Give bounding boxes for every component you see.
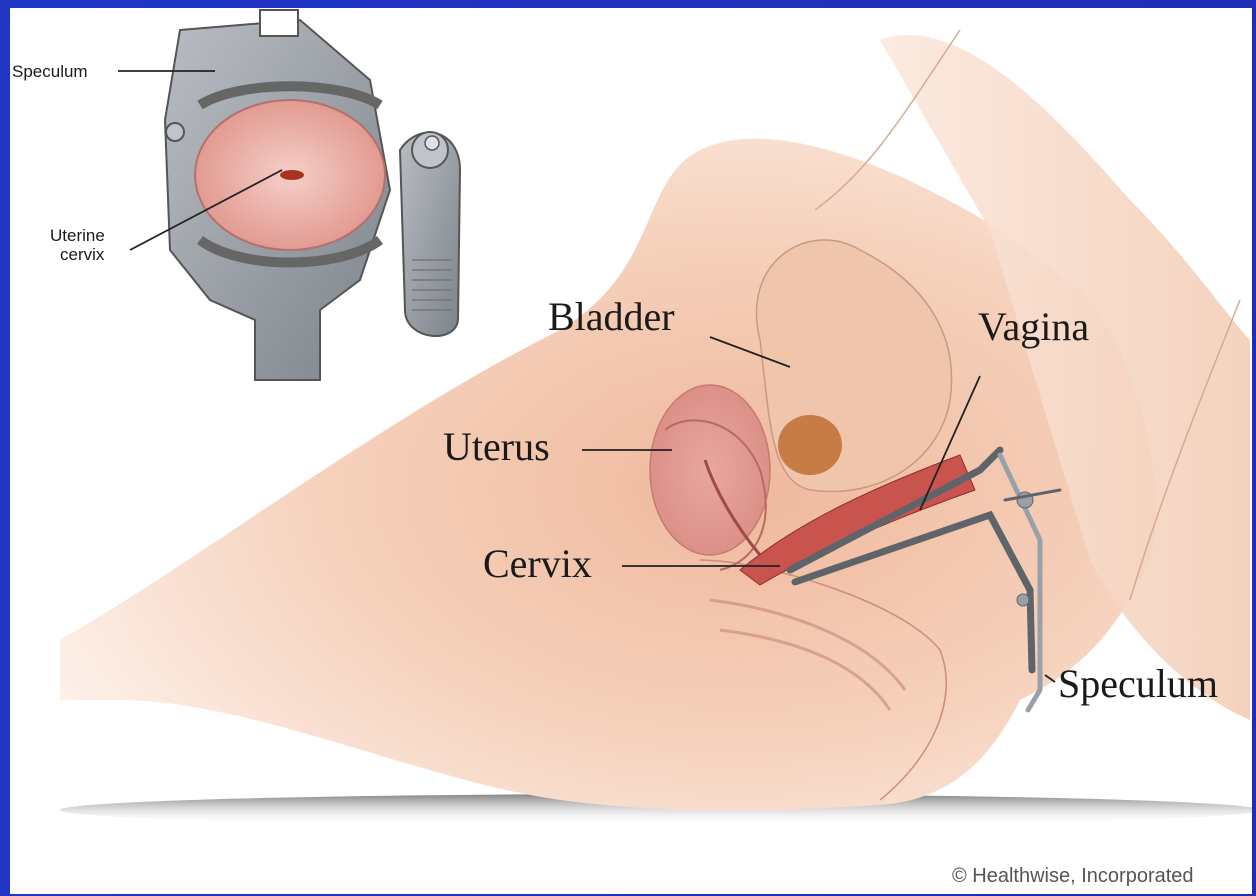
diagram-svg: Speculum Uterine cervix Bladder Vagina U…: [10, 8, 1252, 894]
copyright-text: © Healthwise, Incorporated: [952, 865, 1194, 887]
cervix-label: Cervix: [483, 541, 592, 586]
vagina-label: Vagina: [978, 304, 1089, 349]
speculum-label: Speculum: [1058, 661, 1218, 706]
inset-speculum-label: Speculum: [12, 62, 88, 81]
bladder-inner: [778, 415, 842, 475]
inset-cervix-label-line1: Uterine: [50, 226, 105, 245]
diagram-panel: Speculum Uterine cervix Bladder Vagina U…: [10, 8, 1252, 894]
inset-cervix-label-line2: cervix: [60, 245, 105, 264]
uterus-label: Uterus: [443, 424, 550, 469]
bladder-label: Bladder: [548, 294, 675, 339]
speculum-inset-illustration: [165, 10, 460, 380]
